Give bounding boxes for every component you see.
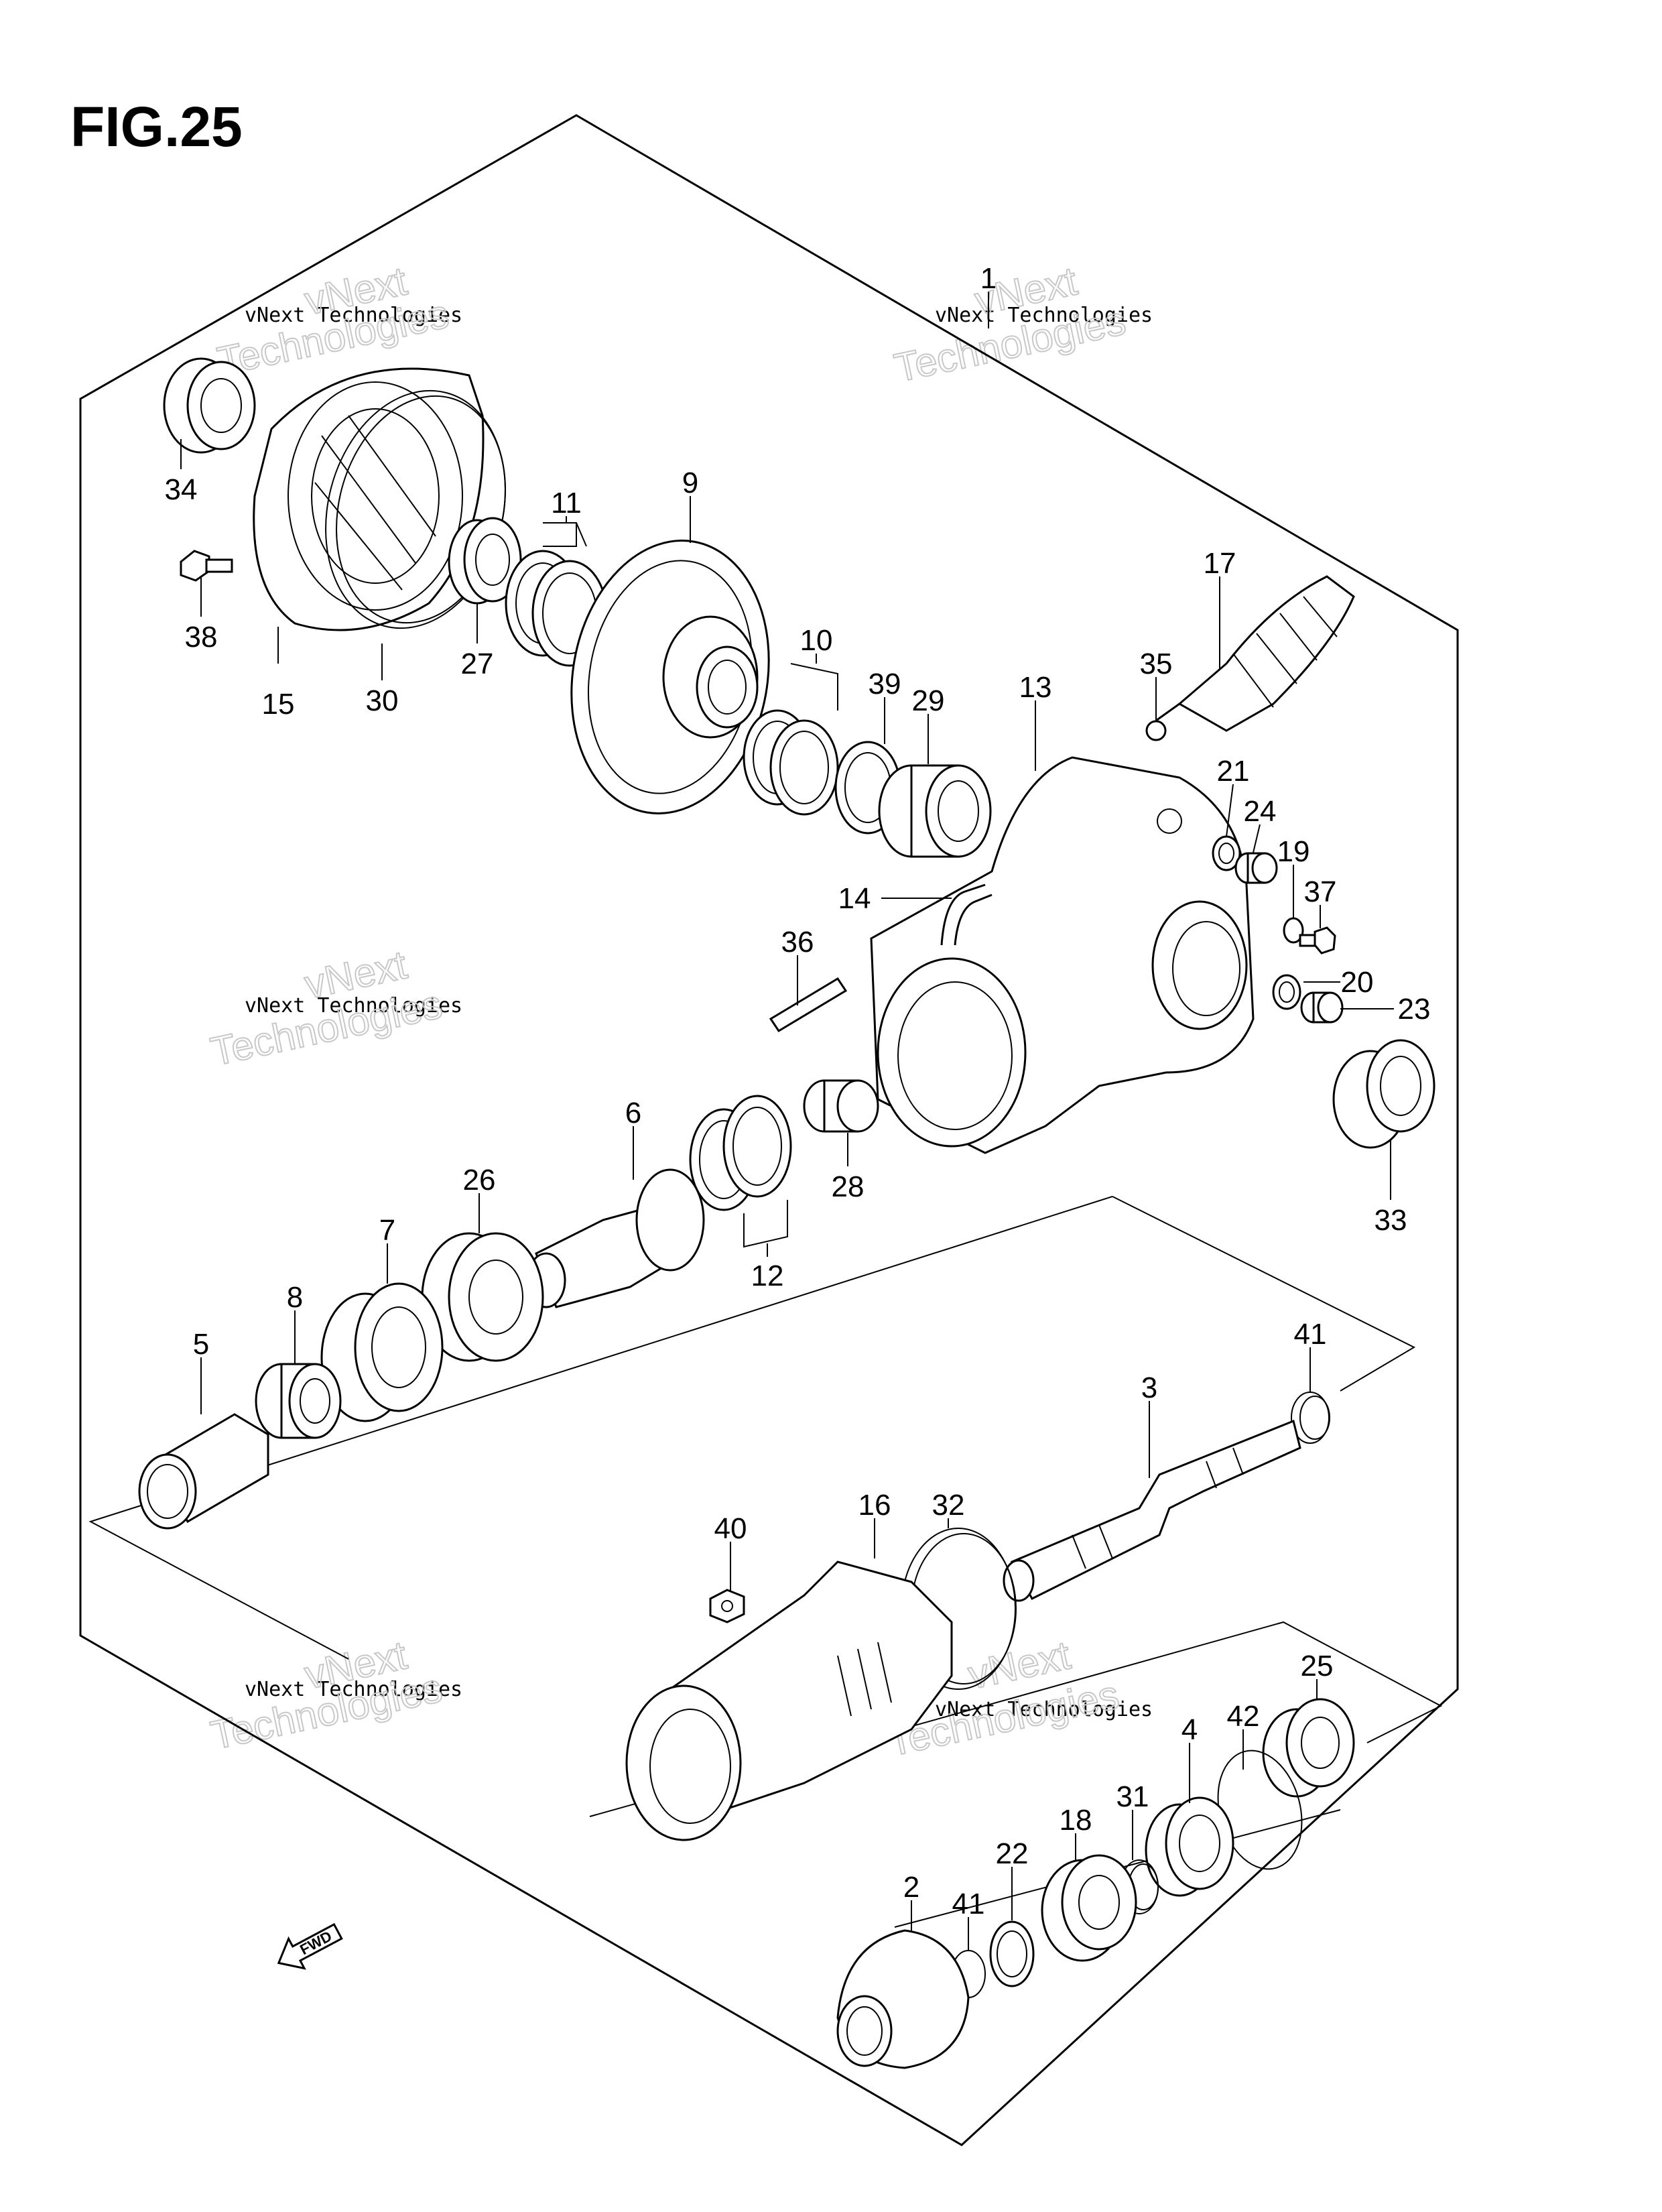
callout-4: 4: [1181, 1713, 1198, 1746]
needle-bearing-28: [803, 1079, 879, 1133]
callout-28: 28: [832, 1170, 865, 1203]
callout-40: 40: [714, 1512, 747, 1545]
figure-title: FIG.25: [70, 95, 243, 158]
pinion-gear-6: [526, 1168, 705, 1308]
watermark-text: vNext Technologies: [935, 304, 1153, 327]
callout-33: 33: [1375, 1204, 1407, 1237]
callout-32: 32: [932, 1489, 965, 1522]
callout-20: 20: [1341, 966, 1374, 999]
sleeve-5: [138, 1413, 269, 1530]
callout-14: 14: [838, 882, 871, 915]
callout-36: 36: [781, 926, 814, 959]
callout-18: 18: [1060, 1804, 1092, 1837]
subassembly-boundary: [1112, 1196, 1416, 1392]
subassembly-boundary: [88, 1196, 1113, 1660]
plug-24: [1234, 852, 1278, 884]
callout-12: 12: [751, 1259, 784, 1292]
differential-housing-13: [870, 756, 1255, 1154]
callout-26: 26: [463, 1164, 496, 1196]
shims-10: [743, 709, 839, 816]
washer-20: [1272, 974, 1301, 1010]
callout-13: 13: [1019, 671, 1052, 704]
watermark-text: vNext Technologies: [245, 304, 462, 327]
callout-34: 34: [165, 473, 198, 506]
callout-25: 25: [1301, 1650, 1334, 1682]
callout-42: 42: [1227, 1700, 1260, 1733]
callout-8: 8: [287, 1281, 303, 1314]
callout-41-lower: 41: [952, 1888, 985, 1920]
callout-1: 1: [980, 262, 997, 295]
callout-29: 29: [912, 684, 945, 717]
callout-38: 38: [185, 621, 218, 654]
bearing-7: [320, 1282, 444, 1422]
callout-11: 11: [551, 487, 582, 519]
oil-seal-34: [163, 357, 256, 454]
watermark-text: vNext Technologies: [245, 994, 462, 1018]
callout-9: 9: [682, 467, 698, 499]
callout-2: 2: [903, 1871, 919, 1904]
callout-21: 21: [1217, 755, 1250, 788]
fwd-label: FWD: [297, 1928, 334, 1959]
spacer-8: [255, 1363, 342, 1439]
nut-40: [709, 1589, 745, 1623]
washer-22: [989, 1920, 1035, 1987]
callout-37: 37: [1304, 875, 1337, 908]
oil-seal-4: [1145, 1796, 1234, 1897]
callout-39: 39: [869, 668, 901, 700]
callout-15: 15: [262, 688, 295, 721]
bearing-27: [448, 517, 522, 605]
dust-seal-18: [1041, 1854, 1137, 1962]
subassembly-boundary: [589, 1621, 1443, 1817]
forward-arrow-icon: FWD: [277, 1922, 343, 1970]
callout-24: 24: [1244, 795, 1277, 828]
rubber-boot-17: [1155, 575, 1355, 732]
oil-seal-33: [1332, 1039, 1435, 1149]
bearing-26: [421, 1232, 544, 1362]
bolt-38: [180, 550, 233, 582]
final-gear-housing-16: [625, 1560, 953, 1841]
boot-2: [836, 1929, 970, 2069]
bearing-25: [1262, 1698, 1355, 1798]
plug-23: [1300, 991, 1344, 1024]
callout-30: 30: [366, 684, 399, 717]
breather-pipe-14: [940, 883, 993, 946]
shims-12: [689, 1095, 792, 1211]
callout-7: 7: [379, 1214, 395, 1247]
needle-bearing-29: [878, 764, 992, 858]
callouts: 1 2 3 4 5 6 7 8 9 10 11 12 13 14 15 16 1…: [165, 262, 1431, 1920]
callout-19: 19: [1277, 835, 1310, 868]
bolt-37: [1299, 926, 1336, 955]
clip-35: [1145, 720, 1167, 741]
callout-27: 27: [461, 648, 494, 680]
case-cover-15: [253, 367, 485, 631]
callout-5: 5: [193, 1328, 209, 1361]
leader-lines: [180, 292, 1394, 1951]
ring-gear-9: [570, 540, 770, 814]
callout-3: 3: [1141, 1371, 1157, 1404]
callout-22: 22: [996, 1837, 1029, 1870]
watermark-text: vNext Technologies: [245, 1678, 462, 1701]
output-shaft-3: [1003, 1419, 1301, 1602]
callout-35: 35: [1140, 648, 1173, 680]
callout-41-upper: 41: [1294, 1318, 1327, 1351]
callout-23: 23: [1398, 993, 1431, 1026]
callout-31: 31: [1116, 1780, 1149, 1813]
callout-17: 17: [1204, 547, 1236, 580]
callout-16: 16: [858, 1489, 891, 1522]
assembly-boundary: [79, 114, 1459, 2146]
stud-36: [769, 977, 848, 1033]
callout-10: 10: [800, 624, 833, 657]
callout-6: 6: [625, 1097, 641, 1129]
